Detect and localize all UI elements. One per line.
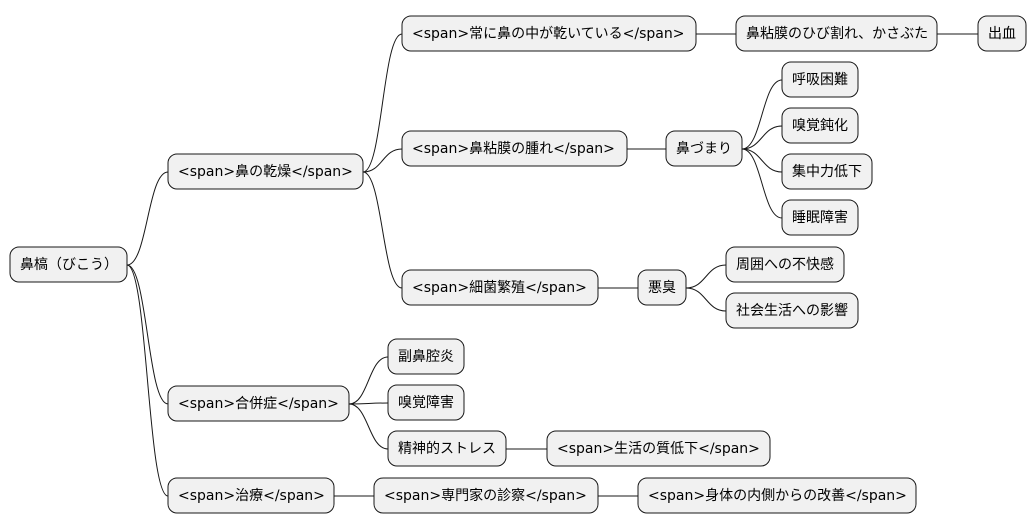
mindmap-node-complications: <span>合併症</span> <box>167 385 350 422</box>
connector-layer <box>126 33 978 497</box>
node-label: 出血 <box>988 26 1016 42</box>
node-box <box>167 477 335 514</box>
mindmap-node-social-impact: 社会生活への影響 <box>725 292 859 329</box>
mindmap-node-nasal-dryness: <span>鼻の乾燥</span> <box>167 153 364 190</box>
mindmap-node-bad-odor: 悪臭 <box>637 269 687 306</box>
node-label: <span>細菌繁殖</span> <box>412 279 587 296</box>
connector-line <box>685 264 727 289</box>
node-label: 社会生活への影響 <box>736 302 848 319</box>
node-box <box>401 15 697 52</box>
mindmap-node-concentration-decline: 集中力低下 <box>781 153 873 190</box>
mindmap-node-bacteria: <span>細菌繁殖</span> <box>401 269 599 306</box>
node-box <box>401 269 599 306</box>
node-label: <span>治療</span> <box>178 487 325 504</box>
node-label: <span>合併症</span> <box>178 396 339 412</box>
node-label: <span>鼻粘膜の腫れ</span> <box>412 140 615 157</box>
node-box <box>546 430 771 467</box>
mindmap-node-mucosa-swelling: <span>鼻粘膜の腫れ</span> <box>401 130 628 167</box>
connector-line <box>126 171 169 266</box>
node-box <box>387 384 465 421</box>
connector-line <box>348 356 389 405</box>
node-box <box>167 153 364 190</box>
node-box <box>781 153 873 190</box>
node-label: 嗅覚鈍化 <box>792 118 848 134</box>
node-box <box>665 130 743 167</box>
node-label: <span>専門家の診察</span> <box>384 487 587 504</box>
node-box <box>387 430 507 467</box>
node-label: 嗅覚障害 <box>398 395 454 411</box>
mindmap-node-smell-dulling: 嗅覚鈍化 <box>781 107 859 144</box>
node-box <box>977 15 1027 52</box>
mindmap-node-mucosa-cracks: 鼻粘膜のひび割れ、かさぶた <box>735 15 938 52</box>
node-box <box>167 385 350 422</box>
node-box <box>725 246 845 283</box>
node-box <box>387 338 465 375</box>
mindmap-node-breathing-difficulty: 呼吸困難 <box>781 61 859 98</box>
node-box <box>781 199 859 236</box>
mindmap-node-internal-improvement: <span>身体の内側からの改善</span> <box>637 477 917 514</box>
node-box <box>637 477 917 514</box>
connector-line <box>741 148 783 219</box>
node-box <box>725 292 859 329</box>
connector-line <box>362 148 403 173</box>
connector-line <box>741 79 783 150</box>
node-box <box>373 477 599 514</box>
mindmap-node-root: 鼻槁（びこう） <box>9 246 128 283</box>
node-box <box>401 130 628 167</box>
node-box <box>781 61 859 98</box>
node-label: 鼻粘膜のひび割れ、かさぶた <box>746 25 928 42</box>
mindmap-node-discomfort-others: 周囲への不快感 <box>725 246 845 283</box>
mindmap-node-always-dry: <span>常に鼻の中が乾いている</span> <box>401 15 697 52</box>
connector-line <box>741 148 783 173</box>
mindmap-node-nasal-congestion: 鼻づまり <box>665 130 743 167</box>
node-box <box>735 15 938 52</box>
node-label: 副鼻腔炎 <box>398 348 454 365</box>
connector-line <box>685 287 727 312</box>
mindmap-node-smell-disorder: 嗅覚障害 <box>387 384 465 421</box>
mindmap-node-sinusitis: 副鼻腔炎 <box>387 338 465 375</box>
node-label: <span>鼻の乾燥</span> <box>178 163 353 180</box>
node-label: 鼻槁（びこう） <box>20 256 118 273</box>
mindmap-node-quality-of-life: <span>生活の質低下</span> <box>546 430 771 467</box>
node-label: 悪臭 <box>648 280 676 296</box>
connector-line <box>362 171 403 289</box>
node-box <box>781 107 859 144</box>
node-label: <span>身体の内側からの改善</span> <box>648 488 907 504</box>
node-label: 呼吸困難 <box>792 72 848 88</box>
node-label: 鼻づまり <box>676 140 732 157</box>
connector-line <box>348 403 389 450</box>
connector-line <box>741 125 783 150</box>
node-label: 睡眠障害 <box>792 210 848 226</box>
node-label: <span>常に鼻の中が乾いている</span> <box>412 25 684 42</box>
node-label: 集中力低下 <box>792 163 862 180</box>
mindmap-node-specialist-exam: <span>専門家の診察</span> <box>373 477 599 514</box>
connector-line <box>126 264 169 405</box>
mindmap-node-bleeding: 出血 <box>977 15 1027 52</box>
connector-line <box>126 264 169 497</box>
node-label: 精神的ストレス <box>398 441 496 457</box>
mindmap-node-mental-stress: 精神的ストレス <box>387 430 507 467</box>
node-label: 周囲への不快感 <box>736 256 834 273</box>
mindmap-node-sleep-disorder: 睡眠障害 <box>781 199 859 236</box>
node-box <box>9 246 128 283</box>
node-label: <span>生活の質低下</span> <box>557 441 760 457</box>
connector-line <box>362 33 403 173</box>
node-box <box>637 269 687 306</box>
mindmap-node-treatment: <span>治療</span> <box>167 477 335 514</box>
connector-line <box>348 402 389 405</box>
